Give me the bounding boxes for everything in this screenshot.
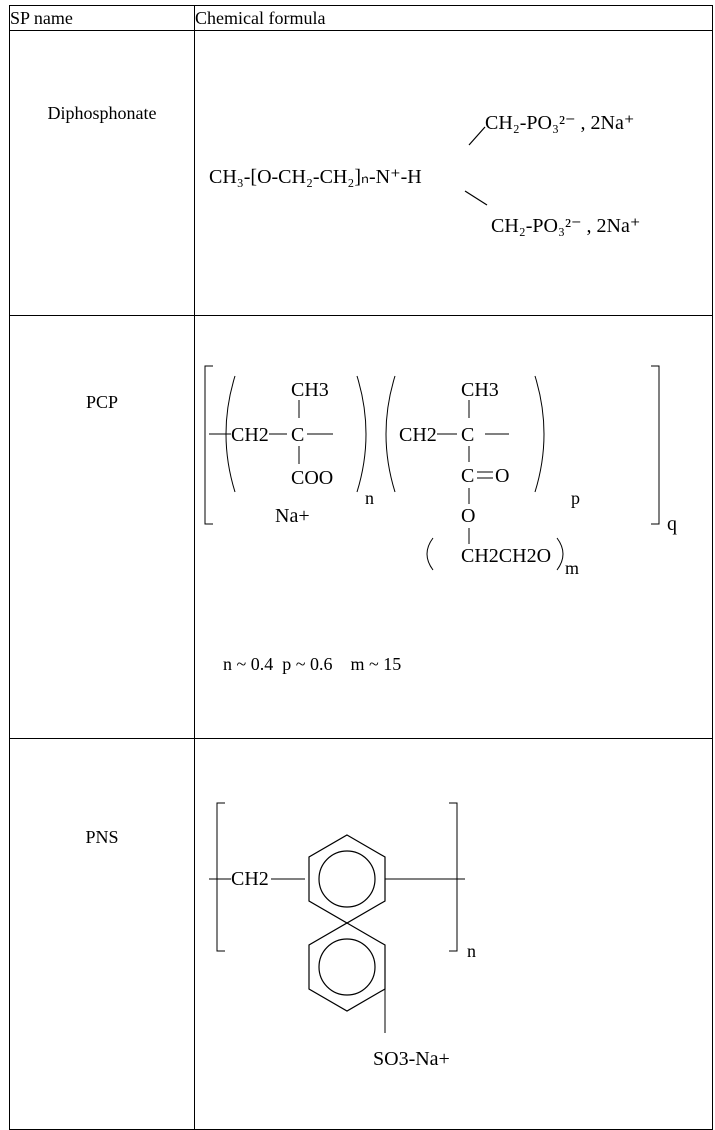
pcp-ch3-right: CH3 <box>461 379 499 401</box>
diphosphonate-upper-branch: CH₂-PO₃²⁻ , 2Na⁺ <box>485 112 634 134</box>
paren-right-open <box>385 375 396 493</box>
pns-ch2: CH2 <box>231 868 269 890</box>
pcp-c-eq: C <box>461 465 474 487</box>
paren-left-close <box>356 375 367 493</box>
pcp-ch3-left: CH3 <box>291 379 329 401</box>
header-chemical-formula: Chemical formula <box>194 5 713 31</box>
ring-upper-aromatic-circle <box>318 850 376 908</box>
pcp-o-eq: O <box>495 465 509 487</box>
pns-structure: n CH2 SO3-Na+ <box>209 802 476 1070</box>
pcp-ch2-right: CH2 <box>399 424 437 446</box>
pcp-sub-m: m <box>565 558 579 578</box>
outer-bracket-left <box>204 365 213 525</box>
naphthalene-ring-lower <box>308 922 386 1012</box>
header-sp-name: SP name <box>9 5 195 31</box>
table-row: PNS n CH2 <box>9 738 713 1130</box>
pcp-sub-p: p <box>571 488 580 508</box>
pns-sub-n: n <box>467 941 476 961</box>
formula-diphosphonate: CH₃-[O-CH₂-CH₂]ₙ-N⁺-H CH₂-PO₃²⁻ , 2Na⁺ C… <box>194 30 713 316</box>
paren-right-close <box>534 375 545 493</box>
pcp-ch2-left: CH2 <box>231 424 269 446</box>
superplasticizer-table: SP name Chemical formula Diphosphonate C… <box>9 5 713 1130</box>
diphosphonate-lower-branch: CH₂-PO₃²⁻ , 2Na⁺ <box>491 215 640 237</box>
formula-pcp: q n CH2 CH3 C COO Na+ <box>194 315 713 739</box>
pns-sulfonate: SO3-Na+ <box>373 1048 450 1070</box>
pcp-structure: q n CH2 CH3 C COO Na+ <box>204 365 677 674</box>
table-row: PCP q n CH2 CH3 C <box>9 315 713 739</box>
naphthalene-ring-upper <box>308 834 386 924</box>
pcp-na: Na+ <box>275 505 310 527</box>
pns-bracket-right <box>449 802 458 952</box>
pcp-coo: COO <box>291 467 333 489</box>
pcp-sub-q: q <box>667 513 677 535</box>
table-row: Diphosphonate CH₃-[O-CH₂-CH₂]ₙ-N⁺-H CH₂-… <box>9 30 713 316</box>
pcp-sub-n: n <box>365 488 374 508</box>
bond-upper <box>468 126 486 146</box>
diphosphonate-structure: CH₃-[O-CH₂-CH₂]ₙ-N⁺-H CH₂-PO₃²⁻ , 2Na⁺ C… <box>209 112 640 237</box>
sp-name-pcp: PCP <box>9 315 195 739</box>
pcp-ratio-note: n ~ 0.4 p ~ 0.6 m ~ 15 <box>223 654 401 674</box>
pcp-chain: CH2CH2O <box>461 545 551 567</box>
document-page: SP name Chemical formula Diphosphonate C… <box>9 5 713 1130</box>
pcp-c-left: C <box>291 424 304 446</box>
table-header-row: SP name Chemical formula <box>9 5 713 31</box>
outer-bracket-right <box>651 365 660 525</box>
pcp-c-right: C <box>461 424 474 446</box>
paren-chain-close <box>556 537 564 571</box>
formula-pns: n CH2 SO3-Na+ <box>194 738 713 1130</box>
pcp-o-link: O <box>461 505 475 527</box>
bond-lower <box>464 190 488 206</box>
pns-bracket-left <box>216 802 225 952</box>
paren-chain-open <box>426 537 434 571</box>
sp-name-pns: PNS <box>9 738 195 1130</box>
ring-lower-aromatic-circle <box>318 938 376 996</box>
diphosphonate-main-chain: CH₃-[O-CH₂-CH₂]ₙ-N⁺-H <box>209 166 422 188</box>
sp-name-diphosphonate: Diphosphonate <box>9 30 195 316</box>
